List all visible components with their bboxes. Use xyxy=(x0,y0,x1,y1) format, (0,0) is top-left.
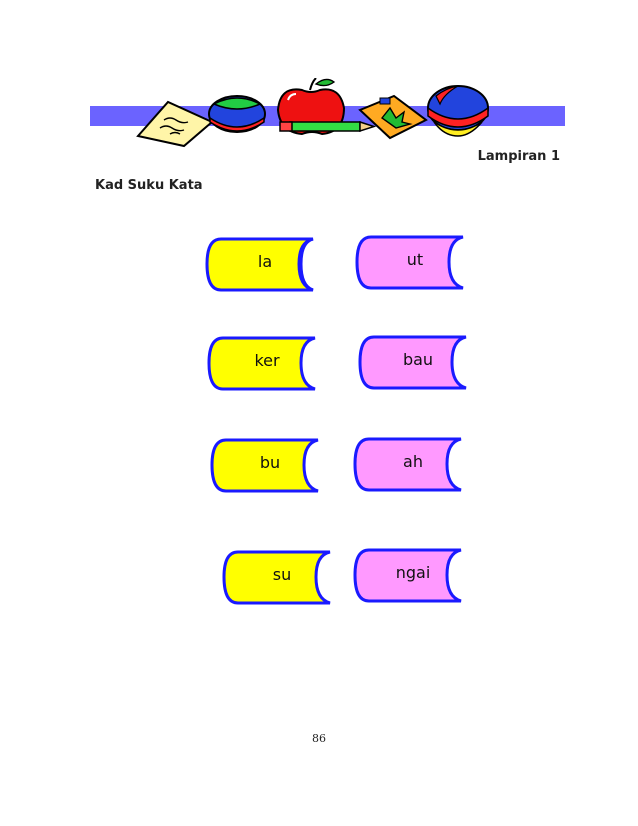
leaf-card-icon xyxy=(358,94,428,140)
card-shape xyxy=(210,438,319,493)
appendix-label: Lampiran 1 xyxy=(477,149,560,164)
card-shape xyxy=(355,235,464,290)
syllable-card: su xyxy=(222,550,347,607)
syllable-text: ah xyxy=(403,452,423,471)
card-shape xyxy=(353,548,462,603)
header-illustration xyxy=(90,78,565,148)
pencil-icon xyxy=(279,120,377,133)
syllable-card: ker xyxy=(207,336,332,393)
syllable-card: ut xyxy=(355,235,480,292)
syllable-text: bau xyxy=(402,350,434,369)
syllable-text: bu xyxy=(259,453,281,472)
syllable-text: la xyxy=(257,252,273,271)
ball-icon xyxy=(208,95,266,133)
page-number: 86 xyxy=(312,732,326,745)
card-shape xyxy=(222,550,331,605)
syllable-card: ah xyxy=(353,437,478,494)
ball-icon xyxy=(427,85,489,137)
card-shape xyxy=(358,335,467,390)
syllable-card: bau xyxy=(358,335,483,392)
syllable-text: ngai xyxy=(395,563,431,582)
syllable-text: ut xyxy=(406,250,424,269)
page-title: Kad Suku Kata xyxy=(95,178,203,193)
card-shape xyxy=(353,437,462,492)
card-shape xyxy=(205,237,314,292)
syllable-card: bu xyxy=(210,438,335,495)
syllable-text: su xyxy=(272,565,292,584)
syllable-card: ngai xyxy=(353,548,478,605)
card-shape xyxy=(207,336,316,391)
syllable-text: ker xyxy=(254,351,280,370)
syllable-card: la xyxy=(205,237,330,294)
